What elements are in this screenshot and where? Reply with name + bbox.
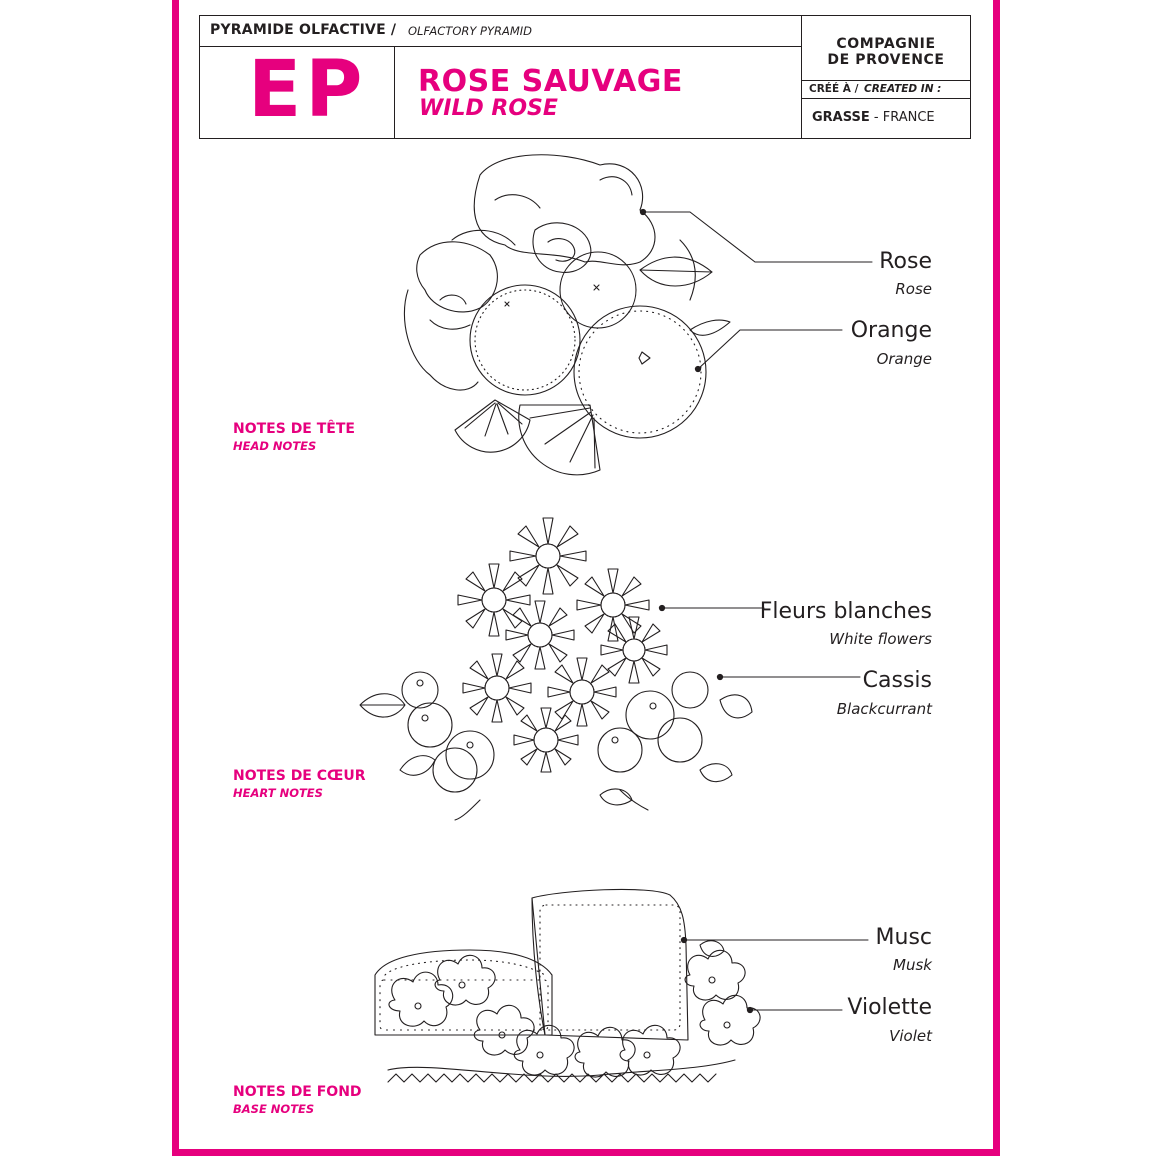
note-violet-fr: Violette <box>847 995 932 1020</box>
note-violet-en: Violet <box>889 1027 932 1045</box>
note-cassis-fr: Cassis <box>862 668 932 693</box>
pyramid-card <box>172 0 1000 1156</box>
tier-label-head-en: HEAD NOTES <box>233 439 317 453</box>
created-in-row: CRÉÉ À / CREATED IN : <box>802 80 970 99</box>
leader-lines-head <box>639 208 873 373</box>
leader-lines-base <box>680 936 869 1014</box>
pyramid-title-row: PYRAMIDE OLFACTIVE / OLFACTORY PYRAMID <box>200 16 801 47</box>
tier-label-heart-fr: NOTES DE CŒUR <box>233 768 366 784</box>
musk-block-icon <box>374 888 689 1041</box>
header-panel: PYRAMIDE OLFACTIVE / OLFACTORY PYRAMID E… <box>199 15 971 139</box>
origin-city: GRASSE <box>812 110 870 125</box>
violet-icon <box>387 940 761 1083</box>
blackcurrant-icon <box>359 671 753 821</box>
fragrance-name-fr: ROSE SAUVAGE <box>418 64 683 99</box>
orange-icon <box>454 239 731 476</box>
origin-location: GRASSE - FRANCE <box>812 110 935 125</box>
note-orange-en: Orange <box>876 350 932 368</box>
origin-country: - FRANCE <box>873 110 935 125</box>
note-rose-en: Rose <box>895 280 932 298</box>
rose-icon <box>403 154 656 391</box>
fragrance-name-en: WILD ROSE <box>419 96 558 121</box>
brand-box: COMPAGNIE DE PROVENCE CRÉÉ À / CREATED I… <box>801 16 971 139</box>
tier-label-base-en: BASE NOTES <box>233 1102 315 1116</box>
note-rose-fr: Rose <box>879 249 932 274</box>
created-in-en: CREATED IN : <box>864 83 942 95</box>
daisy-icon <box>457 517 668 773</box>
pyramid-title-fr: PYRAMIDE OLFACTIVE / <box>210 22 397 38</box>
brand-name-line1: COMPAGNIE <box>836 36 936 52</box>
tier-label-heart-en: HEART NOTES <box>233 786 323 800</box>
pyramid-title-en: OLFACTORY PYRAMID <box>408 24 533 38</box>
brand-name-line2: DE PROVENCE <box>827 52 945 68</box>
tier-label-head-fr: NOTES DE TÊTE <box>233 421 355 437</box>
note-white-flowers-fr: Fleurs blanches <box>759 599 932 624</box>
leader-lines-heart <box>658 604 861 681</box>
note-cassis-en: Blackcurrant <box>836 700 932 718</box>
note-musk-en: Musk <box>893 956 932 974</box>
note-white-flowers-en: White flowers <box>829 630 932 648</box>
created-in-fr: CRÉÉ À / <box>809 83 859 95</box>
code-box: EP <box>200 45 395 139</box>
note-musk-fr: Musc <box>875 925 932 950</box>
tier-label-base-fr: NOTES DE FOND <box>233 1084 362 1100</box>
fragrance-code: EP <box>248 45 367 135</box>
note-orange-fr: Orange <box>850 318 932 343</box>
